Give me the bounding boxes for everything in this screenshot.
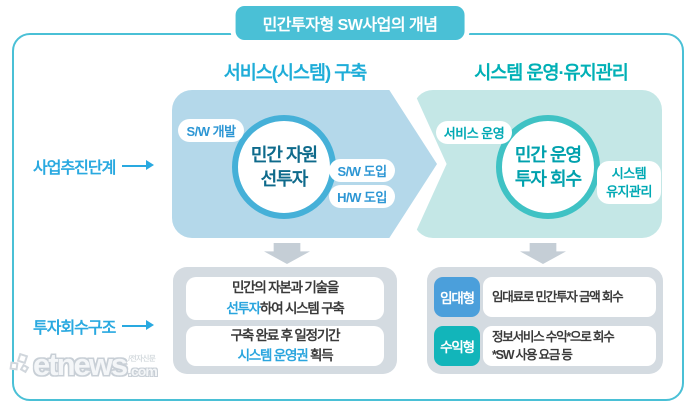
build-note-2-line2: 시스템 운영권 획득 — [237, 346, 334, 366]
right-arrow-icon — [122, 161, 155, 170]
tag-maintenance-line1: 시스템 — [611, 165, 647, 181]
phase-row-label: 사업추진단계 — [33, 154, 155, 178]
recovery-row-label: 투자회수구조 — [33, 314, 155, 338]
rental-model-badge: 임대형 — [434, 277, 480, 317]
build-note-1-line2: 선투자하여 시스템 구축 — [226, 299, 345, 319]
etnews-watermark: etnews /전자신문 .com — [9, 347, 158, 382]
build-note-1-rest: 하여 시스템 구축 — [260, 300, 345, 316]
rental-model-description: 임대료로 민간투자 금액 회수 — [483, 277, 656, 317]
rental-model-line1: 임대료로 민간투자 금액 회수 — [492, 289, 624, 304]
phase-row-label-text: 사업추진단계 — [33, 160, 116, 177]
etnews-tagline: /전자신문 — [128, 354, 156, 364]
profit-model-badge: 수익형 — [434, 326, 480, 366]
recovery-row-label-text: 투자회수구조 — [33, 320, 116, 337]
tag-maintenance-line2: 유지관리 — [606, 183, 652, 199]
profit-model-line2: *SW 사용 요금 등 — [492, 348, 573, 362]
tag-sw-introduction: S/W 도입 — [329, 159, 395, 182]
build-circle: 민간 자원 선투자 — [232, 115, 336, 219]
build-note-2: 구축 완료 후 일정기간 시스템 운영권 획득 — [186, 326, 384, 366]
profit-model-description: 정보서비스 수익*으로 회수 *SW 사용 요금 등 — [483, 326, 656, 366]
profit-model-line1: 정보서비스 수익*으로 회수 — [492, 329, 615, 344]
build-circle-line2: 선투자 — [260, 169, 309, 189]
tag-system-maintenance: 시스템 유지관리 — [597, 161, 661, 204]
build-note-1-line1: 민간의 자본과 기술을 — [231, 280, 339, 296]
operate-circle-line2: 투자 회수 — [514, 169, 582, 189]
build-circle-line1: 민간 자원 — [250, 144, 318, 165]
etnews-domain-text: .com — [128, 363, 158, 380]
build-note-2-rest: 획득 — [307, 348, 334, 363]
operate-circle-line1: 민간 운영 — [514, 144, 582, 165]
etnews-suffix: /전자신문 .com — [128, 353, 158, 380]
right-arrow-icon — [122, 321, 155, 330]
build-recovery-panel: 민간의 자본과 기술을 선투자하여 시스템 구축 구축 완료 후 일정기간 시스… — [173, 267, 397, 374]
etnews-brand-text: etnews — [33, 347, 128, 382]
title-badge: 민간투자형 SW사업의 개념 — [235, 6, 465, 40]
build-column-header: 서비스(시스템) 구축 — [223, 62, 368, 83]
etnews-logo-icon — [9, 353, 32, 378]
operate-column-header: 시스템 운영·유지관리 — [474, 62, 628, 83]
tag-service-operation: 서비스 운영 — [436, 121, 512, 144]
tag-hw-introduction: H/W 도입 — [329, 185, 395, 208]
build-note-1-highlight: 선투자 — [226, 300, 261, 316]
operate-circle: 민간 운영 투자 회수 — [496, 115, 600, 219]
build-note-1: 민간의 자본과 기술을 선투자하여 시스템 구축 — [186, 277, 384, 320]
build-note-2-highlight: 시스템 운영권 — [237, 348, 309, 363]
operate-recovery-panel: 임대형 임대료로 민간투자 금액 회수 수익형 정보서비스 수익*으로 회수 *… — [427, 267, 663, 374]
build-note-2-line1: 구축 완료 후 일정기간 — [230, 327, 341, 343]
tag-sw-development: S/W 개발 — [178, 119, 244, 142]
